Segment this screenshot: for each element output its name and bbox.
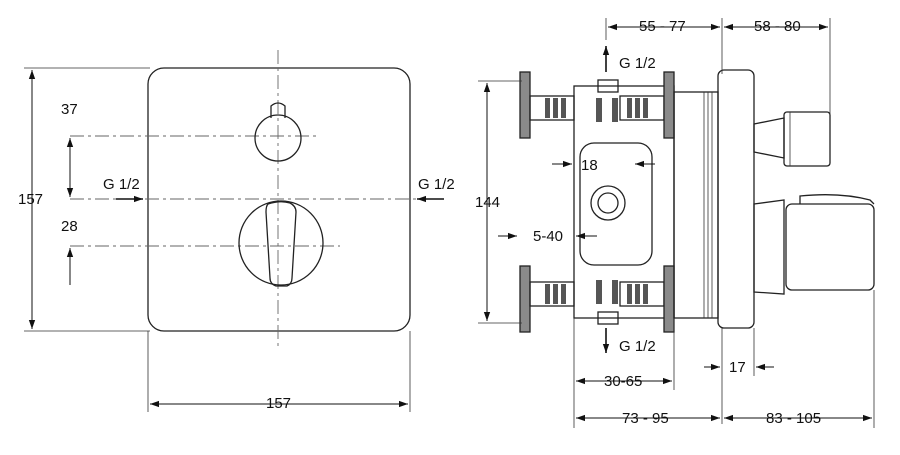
thermostat-knob-side (753, 194, 875, 295)
inner-range-label: 30-65 (604, 373, 642, 390)
bottom-depth-b-label: 83 - 105 (766, 410, 821, 427)
bottom-outlet-stub (597, 311, 619, 325)
cover-plate (147, 67, 411, 332)
inlet-right-label: G 1/2 (418, 176, 455, 193)
wall-plate (717, 69, 755, 329)
diverter-knob (254, 102, 302, 162)
offset-label: 5-40 (533, 228, 563, 245)
inlet-left-label: G 1/2 (103, 176, 140, 193)
thermostat-knob (238, 200, 324, 287)
top-threaded-connections (519, 71, 675, 139)
top-depth-b-label: 58 - 80 (754, 18, 801, 35)
diverter-knob-side (753, 111, 831, 167)
extension-sleeve (673, 91, 719, 319)
bottom-depth-a-label: 73 - 95 (622, 410, 669, 427)
spacer-label: 17 (729, 359, 746, 376)
valve-housing (573, 85, 675, 319)
top-depth-a-label: 55 - 77 (639, 18, 686, 35)
side-view: G 1/2 G 1/2 (475, 18, 875, 428)
lower-offset-label: 28 (61, 218, 78, 235)
top-outlet-stub (597, 79, 619, 93)
top-outlet-label: G 1/2 (619, 55, 656, 72)
upper-offset-label: 37 (61, 101, 78, 118)
housing-window (579, 142, 653, 266)
central-port (590, 185, 626, 221)
port-width-label: 18 (581, 157, 598, 174)
height-label: 157 (18, 191, 43, 208)
side-height-label: 144 (475, 194, 500, 211)
front-view: G 1/2 G 1/2 157 37 28 157 (18, 50, 455, 412)
bottom-outlet-label: G 1/2 (619, 338, 656, 355)
width-label: 157 (266, 395, 291, 412)
bottom-threaded-connections (519, 265, 675, 333)
